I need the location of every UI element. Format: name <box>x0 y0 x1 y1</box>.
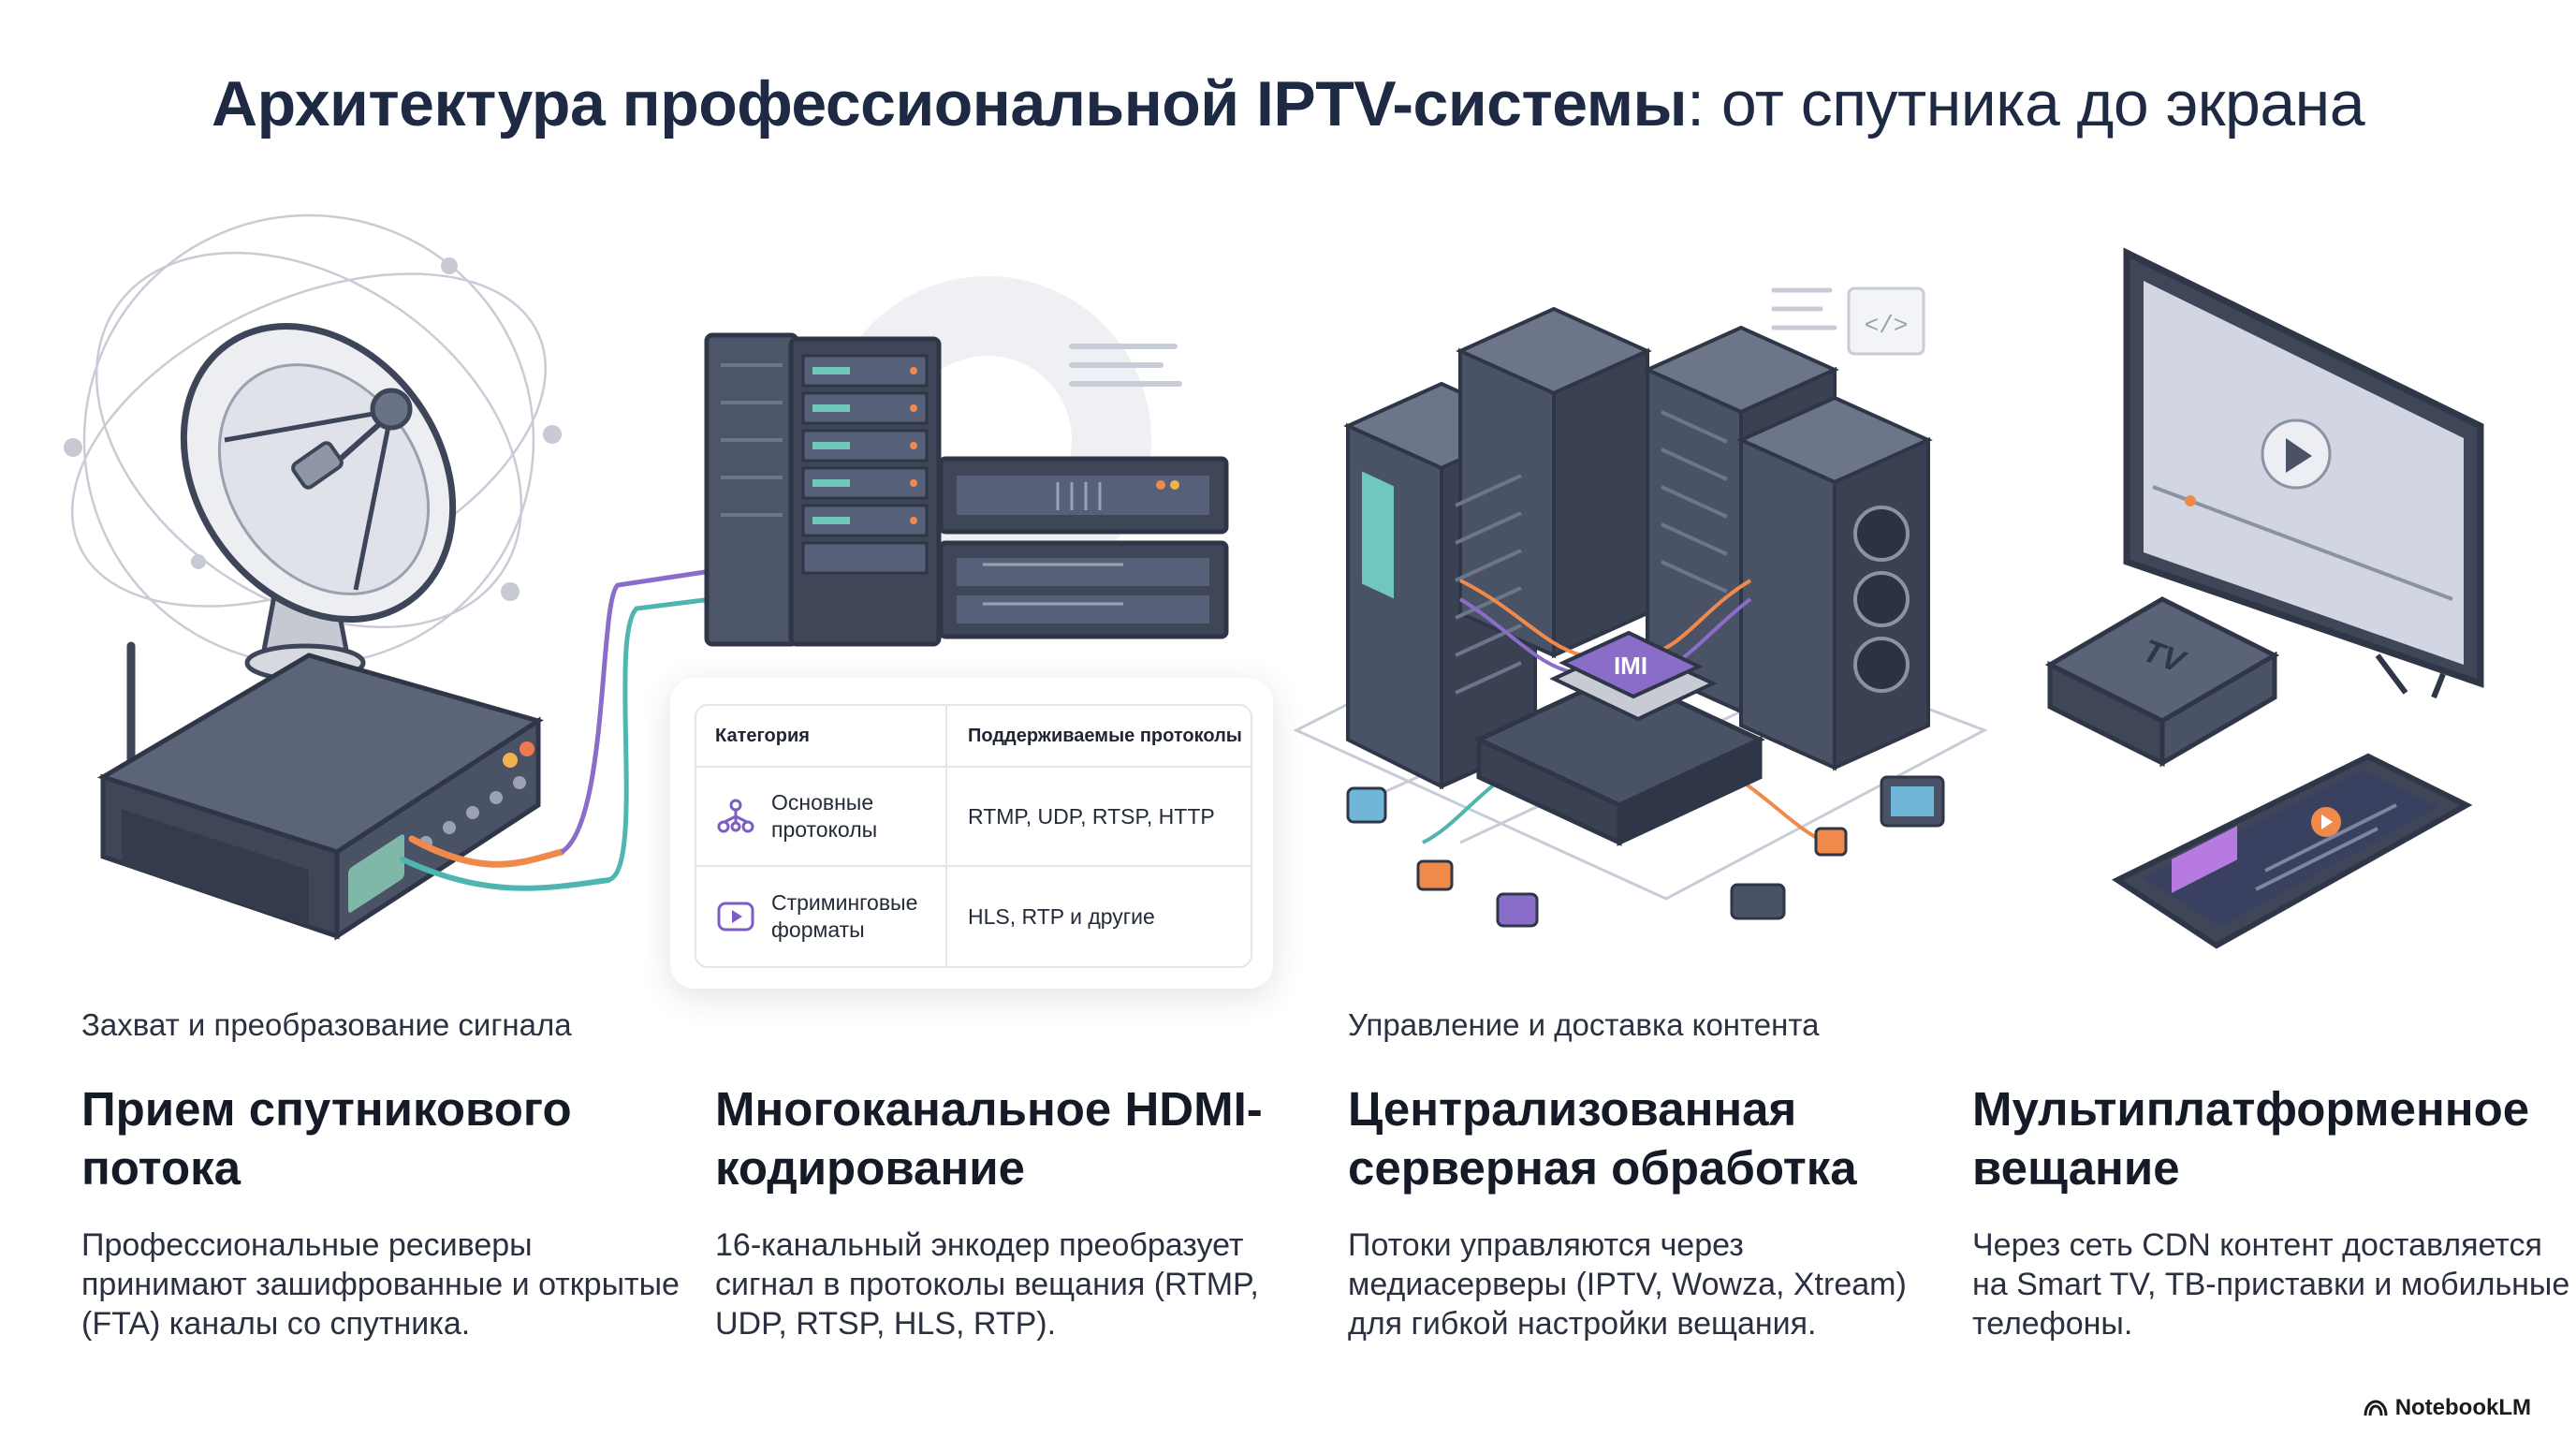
network-nodes-icon <box>717 799 754 833</box>
encoder-rack-icon <box>704 332 1229 647</box>
column-eyebrow <box>1972 1006 2571 1044</box>
column-satellite-reception: Захват и преобразование сигнала Прием сп… <box>81 1006 681 1343</box>
smartphone-icon <box>2111 753 2473 949</box>
table-header-protocols: Поддерживаемые протоколы <box>968 725 1242 746</box>
code-window-icon: </> <box>1771 286 1925 356</box>
cable-links <box>560 568 712 883</box>
server-tower-front-right <box>1736 395 1933 771</box>
column-body: Профессиональные ресиверы принимают заши… <box>81 1227 680 1342</box>
play-button-icon <box>717 902 754 932</box>
chip-label: ΙΜΙ <box>1614 652 1647 680</box>
column-heading: Многоканальное HDMI-кодирование <box>715 1082 1263 1195</box>
protocol-table-card: Категория Поддерживаемые протоколы Основ… <box>670 678 1273 989</box>
protocol-table: Категория Поддерживаемые протоколы Основ… <box>695 704 1252 968</box>
table-header-row: Категория Поддерживаемые протоколы <box>696 706 1251 768</box>
server-slot-lines <box>1455 410 1728 695</box>
orbit-dots <box>64 257 562 601</box>
server-cluster-icon <box>1343 306 1933 790</box>
table-category-label: Стриминговые форматы <box>771 890 918 942</box>
table-cell-category: Стриминговые форматы <box>696 867 947 966</box>
title-bold: Архитектура профессиональной IPTV-систем… <box>211 68 1688 139</box>
smart-tv-icon <box>2123 247 2484 699</box>
page-title: Архитектура профессиональной IPTV-систем… <box>0 62 2576 146</box>
brand-label: NotebookLM <box>2394 1395 2531 1420</box>
column-multiplatform-broadcast: Мультиплатформенное вещание Через сеть C… <box>1972 1006 2571 1343</box>
notebooklm-logo-icon <box>2364 1400 2388 1416</box>
column-eyebrow: Захват и преобразование сигнала <box>81 1007 572 1042</box>
column-body: Потоки управляются через медиасерверы (I… <box>1348 1227 1907 1342</box>
column-body: 16-канальный энкодер преобразует сигнал … <box>715 1227 1259 1342</box>
table-row: Стриминговые форматы HLS, RTP и другие <box>696 867 1251 966</box>
satellite-receiver-icon <box>96 641 544 941</box>
table-row: Основные протоколы RTMP, UDP, RTSP, HTTP <box>696 768 1251 867</box>
satellite-dish-icon <box>180 322 457 682</box>
server-tower-back <box>1456 306 1652 659</box>
notebooklm-brand: NotebookLM <box>2364 1395 2531 1421</box>
column-hdmi-encoding: Многоканальное HDMI-кодирование 16-канал… <box>715 1006 1314 1343</box>
tv-box-icon: TV <box>2044 596 2280 768</box>
floating-node-icons <box>1346 775 1945 928</box>
code-symbol: </> <box>1865 312 1909 340</box>
table-header-category: Категория <box>696 706 947 766</box>
text-lines-decoration <box>1069 344 1182 387</box>
column-heading: Прием спутникового потока <box>81 1082 572 1195</box>
table-protocols-value: RTMP, UDP, RTSP, HTTP <box>968 803 1215 829</box>
column-eyebrow: Управление и доставка контента <box>1348 1007 1820 1042</box>
column-server-processing: Управление и доставка контента Централиз… <box>1348 1006 1947 1343</box>
column-eyebrow <box>715 1006 1314 1044</box>
column-heading: Мультиплатформенное вещание <box>1972 1082 2530 1195</box>
table-category-label: Основные протоколы <box>771 790 878 842</box>
table-cell-category: Основные протоколы <box>696 768 947 865</box>
column-heading: Централизованная серверная обработка <box>1348 1082 1857 1195</box>
title-rest: : от спутника до экрана <box>1687 68 2365 139</box>
table-protocols-value: HLS, RTP и другие <box>968 903 1155 929</box>
cable-connectors <box>400 835 611 891</box>
processor-chip-icon: ΙΜΙ <box>1473 630 1765 846</box>
column-body: Через сеть CDN контент доставляется на S… <box>1972 1227 2570 1342</box>
